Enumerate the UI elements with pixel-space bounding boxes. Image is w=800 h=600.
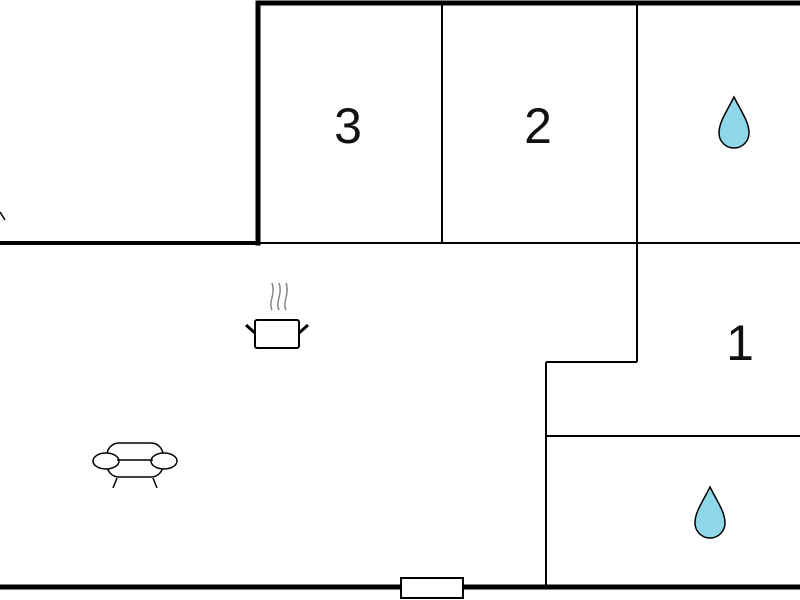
sofa-icon: [92, 442, 178, 489]
interior-walls: [258, 3, 800, 587]
water-drop-icon: [694, 485, 726, 539]
room-label-1: 1: [726, 315, 754, 371]
water-drop-icon: [718, 95, 750, 149]
room-label-3: 3: [334, 98, 362, 154]
cooking-pot-icon: [245, 282, 309, 349]
room-label-2: 2: [524, 98, 552, 154]
entrance-door: [400, 577, 464, 599]
corner-mark: [0, 211, 6, 221]
